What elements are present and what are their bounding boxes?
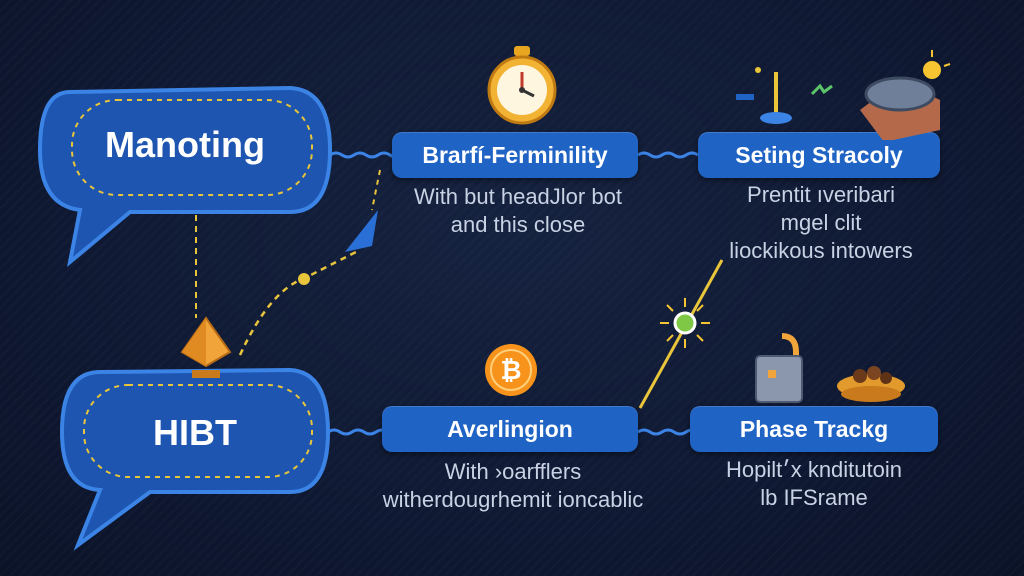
step-4-caption-line-2: lb IFSrame xyxy=(760,485,868,510)
step-3-caption-line-2: witherdougrhemit ioncablic xyxy=(382,487,644,512)
ethereum-diamond-icon xyxy=(180,316,232,378)
lightbulb-spark-icon xyxy=(660,298,710,348)
step-3-title: Averlingion xyxy=(382,406,638,452)
step-2-title: Seting Stracoly xyxy=(698,132,940,178)
step-2-caption-line-2: mgel clit xyxy=(780,210,862,235)
diagonal-link xyxy=(638,259,724,409)
step-1-title: Brarfí-Ferminility xyxy=(392,132,638,178)
padlock-icon xyxy=(755,333,803,403)
step-4-caption: Hopilt׳x knditutoin lb IFSrame xyxy=(690,456,938,512)
speech-bubble-bottom xyxy=(59,367,331,551)
step-2-caption: Prentit ıveribari mgel clit liockikous i… xyxy=(690,181,952,265)
bitcoin-coin-icon: ₿ xyxy=(485,344,537,396)
step-4-caption-line-1: Hopilt׳x knditutoin xyxy=(725,457,902,482)
step-3-caption-line-1: With ›oarfflers xyxy=(444,459,582,484)
step-2-caption-line-1: Prentit ıveribari xyxy=(747,182,895,207)
bubble-top-label: Manoting xyxy=(105,124,265,165)
food-bowl-icon xyxy=(837,366,905,402)
wave-connector-bottom-1 xyxy=(327,428,389,436)
wave-connector-top-1 xyxy=(329,151,403,159)
step-1-caption-line-2: and this close xyxy=(450,212,586,237)
speech-bubble-top xyxy=(37,85,333,268)
dashed-link-curve xyxy=(238,248,361,356)
wave-connector-top-2 xyxy=(637,151,699,159)
svg-text:₿: ₿ xyxy=(500,355,521,385)
stopwatch-icon xyxy=(487,46,557,125)
step-3-caption: With ›oarfflers witherdougrhemit ioncabl… xyxy=(360,458,666,514)
step-4-title: Phase Trackg xyxy=(690,406,938,452)
step-2-caption-line-3: liockikous intowers xyxy=(729,238,913,263)
step-1-caption: With but headJlor bot and this close xyxy=(380,183,656,239)
wave-connector-bottom-2 xyxy=(637,428,699,436)
satellite-dish-icon xyxy=(736,50,951,140)
bubble-bottom-label: HIBT xyxy=(153,412,237,453)
step-1-caption-line-1: With but headJlor bot xyxy=(414,184,622,209)
arrow-icon xyxy=(345,210,378,252)
